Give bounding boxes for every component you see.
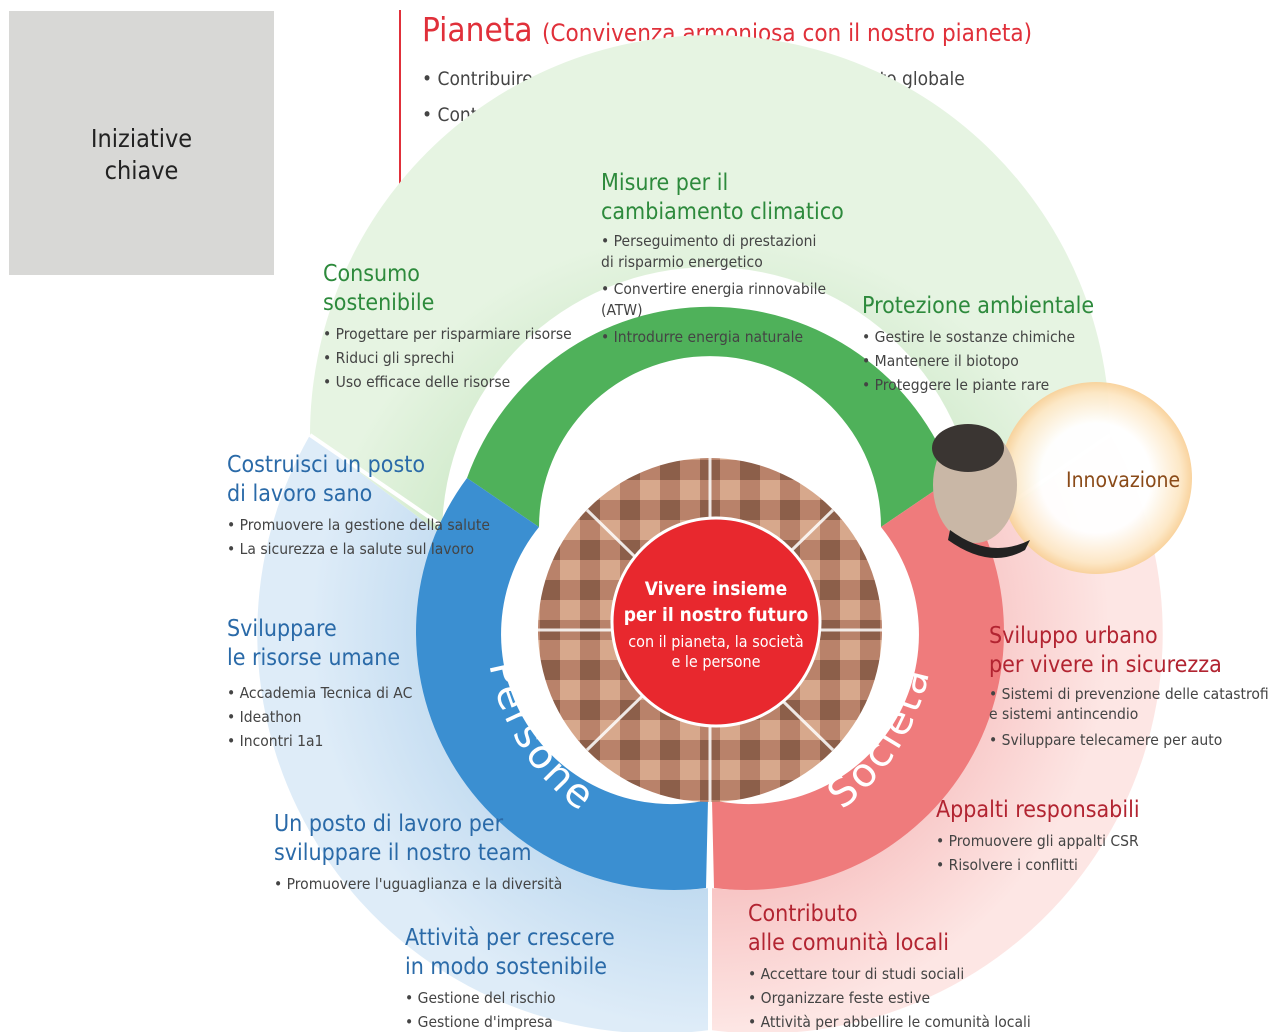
group-risorse: Sviluppare le risorse umane Accademia Te… xyxy=(227,615,412,753)
list-item: Mantenere il biotopo xyxy=(862,349,1094,373)
group-team: Un posto di lavoro per sviluppare il nos… xyxy=(274,810,562,896)
group-title: Misure per il cambiamento climatico xyxy=(601,170,844,225)
inner-ring-society xyxy=(712,478,1004,890)
group-title: Costruisci un posto di lavoro sano xyxy=(227,452,425,507)
list-item: Organizzare feste estive xyxy=(748,986,1031,1010)
list-item: Incontri 1a1 xyxy=(227,729,412,753)
list-item: Sistemi di prevenzione delle catastrofi … xyxy=(989,684,1269,724)
group-title: Sviluppo urbano per vivere in sicurezza xyxy=(989,623,1222,678)
key-initiatives-box: Iniziative chiave xyxy=(9,11,274,275)
group-title: Sviluppare le risorse umane xyxy=(227,616,401,671)
header-divider-line xyxy=(399,10,401,226)
header-title: Pianeta (Convivenza armoniosa con il nos… xyxy=(422,10,1032,49)
group-title: Appalti responsabili xyxy=(936,797,1140,823)
group-comunita: Contributo alle comunità locali Accettar… xyxy=(748,900,1031,1034)
group-salute: Costruisci un posto di lavoro sano Promu… xyxy=(227,451,490,561)
group-clima: Misure per il cambiamento climatico Pers… xyxy=(601,169,844,348)
list-item: Perseguimento di prestazioni di risparmi… xyxy=(601,231,844,273)
center-circle xyxy=(610,516,822,728)
inner-ring-people xyxy=(416,478,708,890)
innovator-hair xyxy=(932,424,1004,472)
header-title-sub: (Convivenza armoniosa con il nostro pian… xyxy=(541,19,1033,47)
group-crescere: Attività per crescere in modo sostenibil… xyxy=(405,924,615,1034)
group-title: Contributo alle comunità locali xyxy=(748,901,949,956)
list-item: Promuovere l'uguaglianza e la diversità xyxy=(274,872,563,896)
innovation-circle xyxy=(1000,382,1192,574)
outer-sector-planet xyxy=(310,35,1110,535)
group-title: Protezione ambientale xyxy=(862,293,1095,319)
list-item: Convertire energia rinnovabile (ATW) xyxy=(601,279,844,321)
innovator-collar xyxy=(948,530,1030,558)
key-initiatives-label: Iniziative chiave xyxy=(90,124,193,185)
header-title-main: Pianeta xyxy=(422,10,533,49)
inner-ring-planet xyxy=(467,306,953,527)
list-item: Introdurre energia naturale xyxy=(601,327,844,348)
list-item: La sicurezza e la salute sul lavoro xyxy=(227,537,490,561)
list-item: Proteggere le piante rare xyxy=(862,373,1094,397)
center-title: Vivere insieme per il nostro futuro xyxy=(623,578,809,626)
list-item: Uso efficace delle risorse xyxy=(323,370,572,394)
list-item: Promuovere la gestione della salute xyxy=(227,513,490,537)
list-item: Risolvere i conflitti xyxy=(936,853,1140,877)
group-ambiente: Protezione ambientale Gestire le sostanz… xyxy=(862,292,1094,397)
list-item: Riduci gli sprechi xyxy=(323,346,572,370)
ring-label-planet: Pianeta xyxy=(615,362,804,423)
list-item: Progettare per risparmiare risorse xyxy=(323,322,572,346)
innovation-label: Innovazione xyxy=(1066,468,1181,492)
list-item: Ideathon xyxy=(227,705,412,729)
list-item: Sviluppare telecamere per auto xyxy=(989,730,1269,750)
center-text: Vivere insieme per il nostro futuro con … xyxy=(606,576,826,672)
group-title: Consumo sostenibile xyxy=(323,261,435,316)
list-item: Accademia Tecnica di AC xyxy=(227,681,413,705)
list-item: Accettare tour di studi sociali xyxy=(748,962,1031,986)
group-appalti: Appalti responsabili Promuovere gli appa… xyxy=(936,796,1140,877)
group-title: Un posto di lavoro per sviluppare il nos… xyxy=(274,811,532,866)
group-consumo: Consumo sostenibile Progettare per rispa… xyxy=(323,260,572,394)
center-subtitle: con il pianeta, la società e le persone xyxy=(628,632,804,671)
group-urbano: Sviluppo urbano per vivere in sicurezza … xyxy=(989,622,1269,750)
list-item: Gestire le sostanze chimiche xyxy=(862,325,1094,349)
list-item: Gestione d'impresa xyxy=(405,1010,615,1034)
list-item: Promuovere gli appalti CSR xyxy=(936,829,1140,853)
list-item: Attività per abbellire le comunità local… xyxy=(748,1010,1031,1034)
group-title: Attività per crescere in modo sostenibil… xyxy=(405,925,615,980)
list-item: Gestione del rischio xyxy=(405,986,615,1010)
outer-sector-society xyxy=(710,435,1163,1032)
